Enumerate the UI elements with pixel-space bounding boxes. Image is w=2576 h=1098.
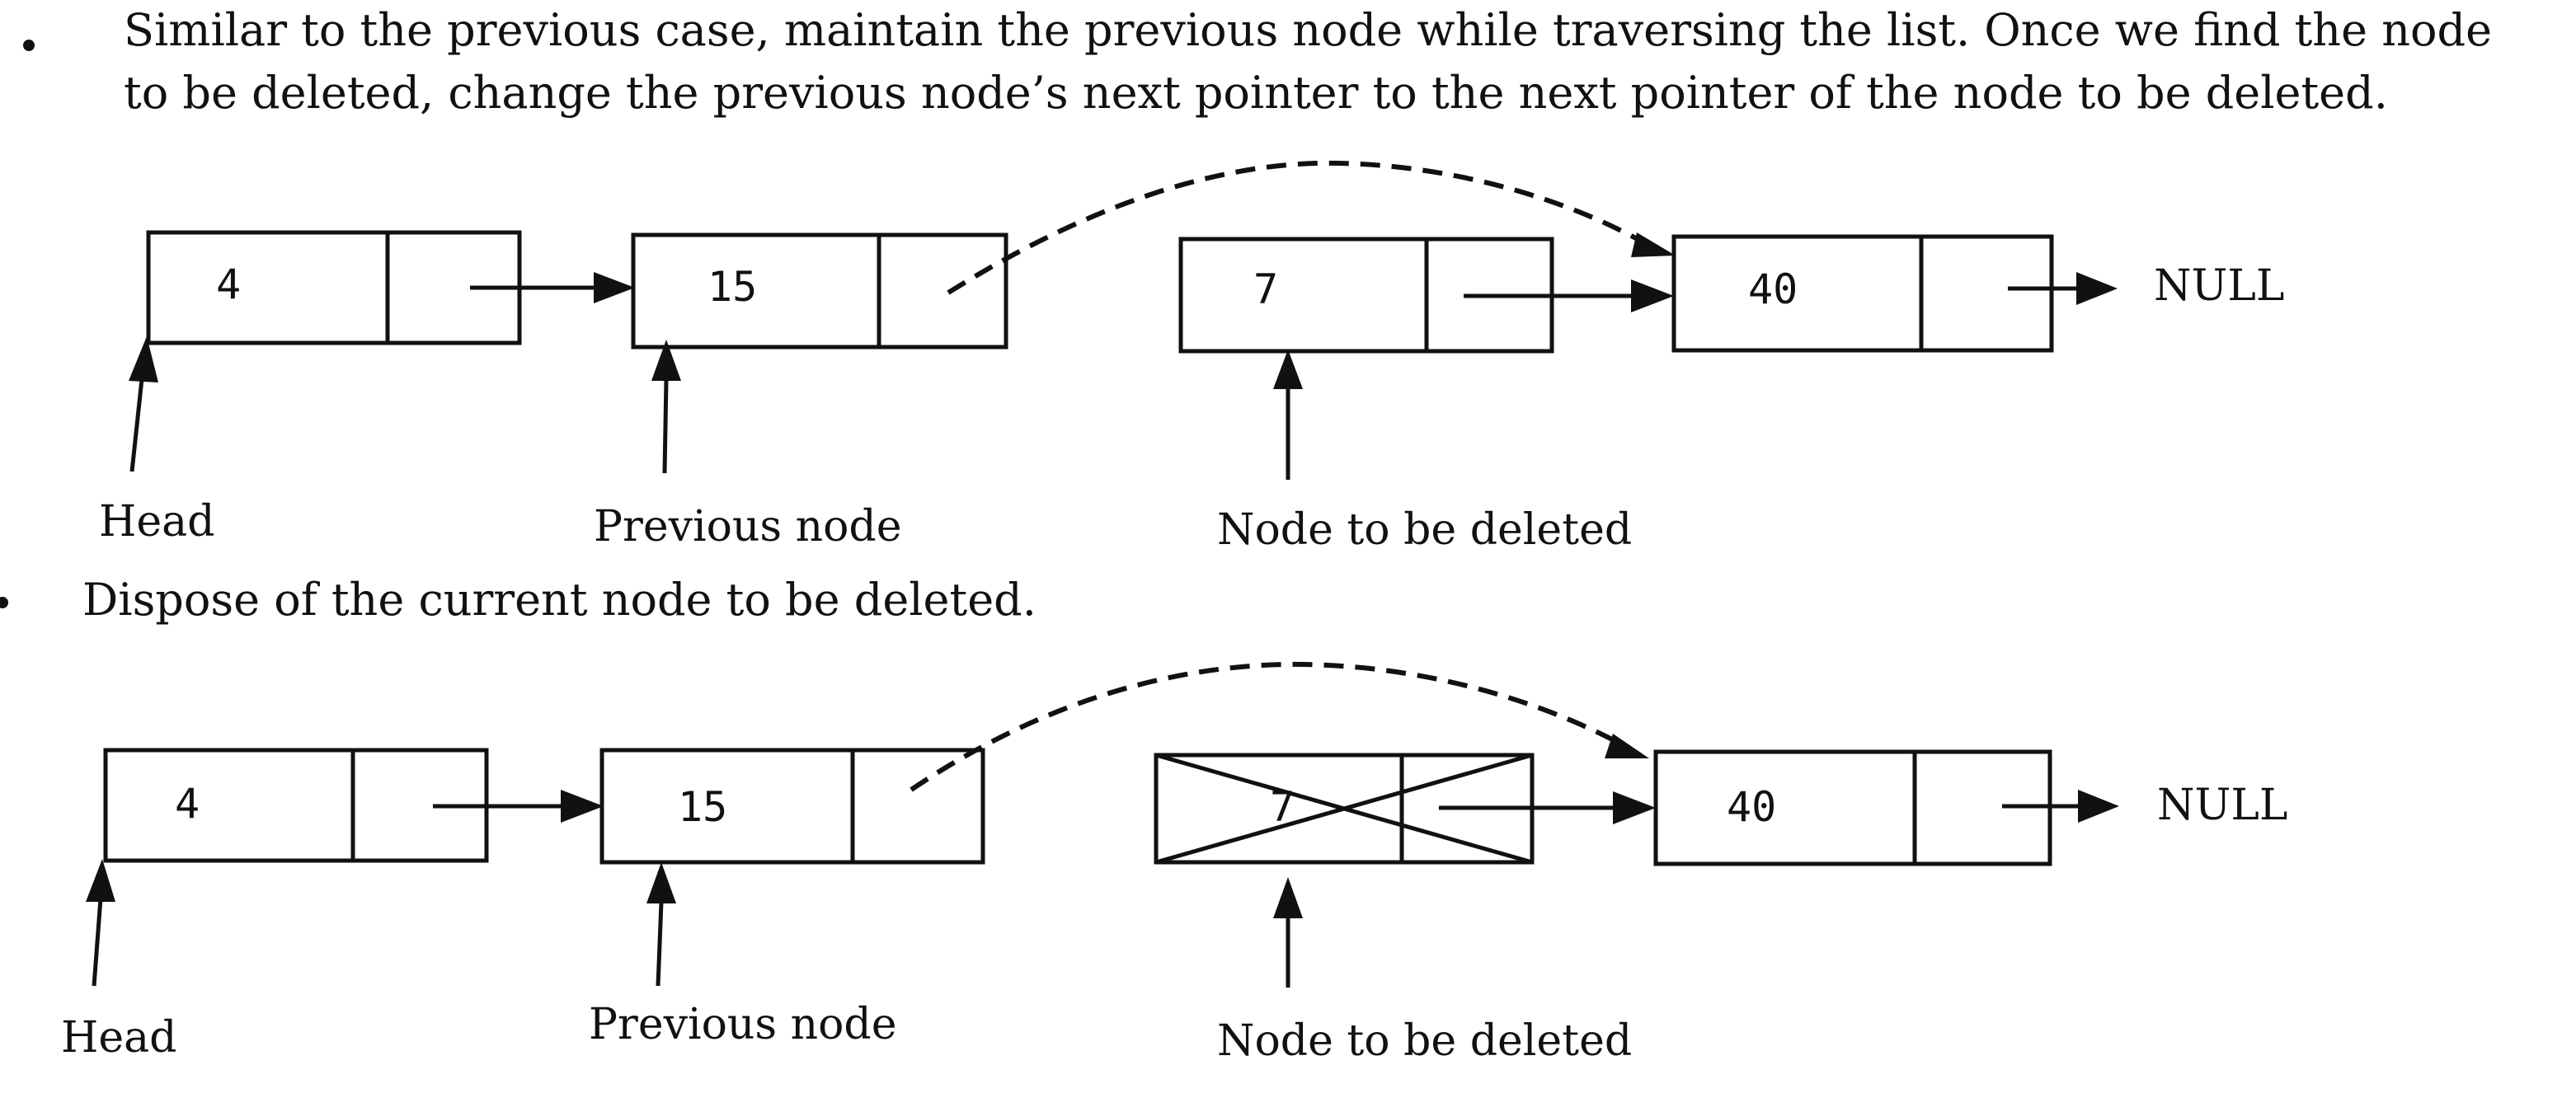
node-4 (1653, 749, 2052, 866)
bypass-dashed-arrow (947, 160, 1676, 295)
node-2-value: 15 (707, 263, 757, 311)
node-to-be-deleted-label: Node to be deleted (1217, 1016, 1632, 1066)
node-3-value: 7 (1270, 783, 1295, 831)
deleted-pointer-arrow (1273, 877, 1303, 988)
diagram-1 (129, 160, 2118, 480)
next-arrow-3 (1439, 791, 1656, 824)
node-4-value: 40 (1727, 783, 1776, 831)
node-2 (599, 748, 985, 865)
diagram-2 (86, 661, 2119, 988)
previous-pointer-arrow (646, 862, 676, 987)
null-arrow (2002, 790, 2119, 823)
node-2 (631, 232, 1008, 350)
node-4-value: 40 (1748, 265, 1798, 313)
node-1-value: 4 (216, 260, 241, 308)
deleted-pointer-arrow (1273, 350, 1303, 480)
next-arrow-1 (433, 790, 604, 823)
next-arrow-3 (1464, 279, 1674, 312)
head-pointer-arrow (86, 859, 115, 987)
bullet-dot-1 (23, 40, 35, 51)
node-3-value: 7 (1253, 265, 1278, 313)
node-2-value: 15 (678, 783, 727, 831)
cross-line-2 (1155, 753, 1533, 865)
bullet-dot-2 (0, 597, 8, 608)
next-arrow-1 (470, 272, 635, 303)
node-1-value: 4 (175, 780, 200, 828)
null-arrow (2008, 272, 2118, 305)
null-label: NULL (2154, 261, 2284, 311)
bullet-1-line-2: to be deleted, change the previous node’… (124, 67, 2388, 119)
node-to-be-deleted-label: Node to be deleted (1217, 505, 1632, 555)
node-1 (146, 230, 522, 345)
previous-pointer-arrow (651, 340, 681, 474)
bullet-2-text: Dispose of the current node to be delete… (82, 574, 1037, 626)
bypass-dashed-arrow (910, 661, 1649, 792)
node-4 (1671, 234, 2054, 353)
head-label: Head (61, 1013, 176, 1063)
null-label: NULL (2157, 781, 2287, 830)
previous-node-label: Previous node (589, 1000, 897, 1049)
node-1 (103, 748, 489, 863)
previous-node-label: Previous node (594, 502, 902, 551)
head-pointer-arrow (129, 336, 158, 472)
head-label: Head (99, 497, 214, 547)
bullet-1-line-1: Similar to the previous case, maintain t… (124, 4, 2493, 56)
